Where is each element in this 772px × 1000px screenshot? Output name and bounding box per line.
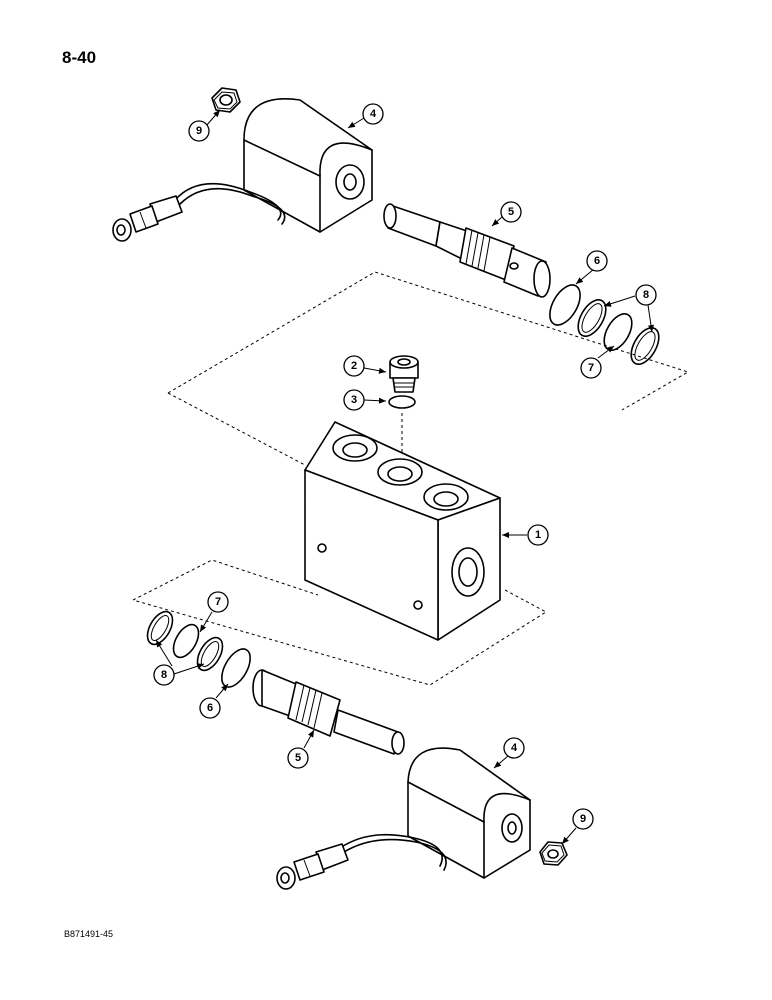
svg-text:2: 2: [351, 360, 357, 372]
callout-5-top: 5: [500, 201, 522, 223]
svg-text:3: 3: [351, 394, 357, 406]
hex-nut-top: [211, 87, 241, 113]
wire-harness-top: [112, 182, 286, 242]
svg-text:6: 6: [594, 255, 600, 267]
svg-text:1: 1: [535, 529, 541, 541]
callout-7-bottom: 7: [207, 591, 229, 613]
electrical-connector-bottom: [276, 843, 349, 890]
callout-6-top: 6: [586, 250, 608, 272]
svg-text:4: 4: [511, 742, 518, 754]
electrical-connector-top: [112, 195, 183, 242]
callout-6-bottom: 6: [199, 697, 221, 719]
svg-text:8: 8: [161, 669, 167, 681]
callout-8-top: 8: [635, 284, 657, 306]
callout-8-bottom: 8: [153, 664, 175, 686]
svg-text:5: 5: [295, 752, 301, 764]
plug: [389, 355, 419, 393]
svg-text:8: 8: [643, 289, 649, 301]
callout-3: 3: [343, 389, 365, 411]
leader-lines: [155, 109, 654, 845]
solenoid-coil-top: [243, 98, 373, 233]
svg-text:7: 7: [215, 596, 221, 608]
svg-text:5: 5: [508, 206, 514, 218]
o-ring-plug: [388, 395, 416, 409]
callout-5-bottom: 5: [287, 747, 309, 769]
callout-9-top: 9: [188, 120, 210, 142]
svg-text:9: 9: [196, 125, 202, 137]
o-rings-top: [549, 284, 660, 365]
wire-harness-bottom: [276, 833, 447, 890]
svg-text:6: 6: [207, 702, 213, 714]
callout-2: 2: [343, 355, 365, 377]
svg-text:9: 9: [580, 813, 586, 825]
hex-nut-bottom: [539, 841, 568, 866]
callout-9-bottom: 9: [572, 808, 594, 830]
valve-body: [304, 421, 501, 641]
svg-text:7: 7: [588, 362, 594, 374]
callout-1: 1: [527, 524, 549, 546]
assembly-outline-upper: [167, 271, 690, 466]
callout-4-top: 4: [362, 103, 384, 125]
callout-4-bottom: 4: [503, 737, 525, 759]
cartridge-valve-bottom: [252, 669, 405, 755]
document-code: B871491-45: [64, 929, 114, 939]
solenoid-coil-bottom: [407, 747, 531, 879]
svg-text:4: 4: [370, 108, 377, 120]
callout-7-top: 7: [580, 357, 602, 379]
assembly-outline-lower: [132, 559, 547, 686]
page-number: 8-40: [62, 48, 97, 67]
cartridge-valve-top: [383, 203, 551, 298]
